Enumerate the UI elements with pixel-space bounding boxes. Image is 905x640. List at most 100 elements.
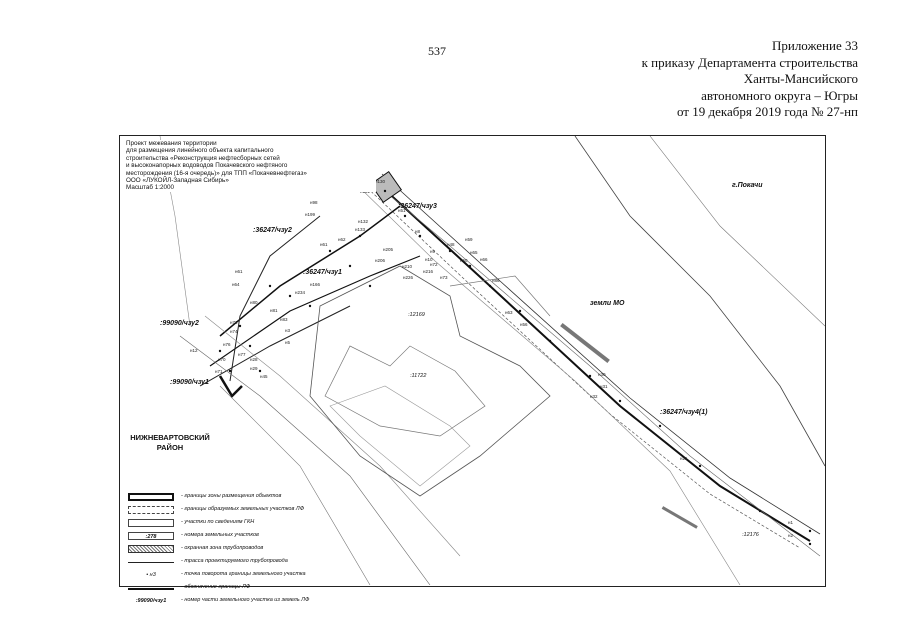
legend-symbol: :278 [128, 532, 174, 540]
page-number: 537 [428, 44, 446, 58]
svg-text:н74: н74 [230, 329, 238, 334]
svg-text:н199: н199 [305, 212, 315, 217]
pipeline-route [199, 305, 351, 387]
svg-text:н29: н29 [250, 366, 258, 371]
legend-item: - обозначение границы ЛФ [126, 582, 366, 595]
svg-text:н62: н62 [338, 237, 346, 242]
road-line [204, 315, 461, 557]
legend-text: - номера земельных участков [181, 532, 259, 538]
svg-text:н64: н64 [232, 282, 240, 287]
legend-symbol [128, 545, 174, 553]
boundary-line [649, 136, 825, 327]
svg-text:н1: н1 [788, 520, 793, 525]
turning-points [218, 189, 812, 546]
parcel-label-99090-2: :99090/чзу2 [160, 320, 199, 327]
project-line-3: строительства «Реконструкция нефтесборны… [126, 154, 280, 162]
header-line-4: автономного округа – Югры [701, 87, 858, 103]
svg-text:н9: н9 [430, 249, 435, 254]
parcel-label-zu2: :36247/чзу2 [253, 227, 292, 234]
protection-zone [359, 180, 801, 549]
legend-text: - обозначение границы ЛФ [181, 584, 251, 590]
legend-item: :278 - номера земельных участков [126, 530, 366, 543]
legend-text: - границы зоны размещения объектов [181, 493, 282, 499]
header-line-2: к приказу Департамента строительства [641, 54, 858, 70]
svg-text:н63: н63 [505, 310, 513, 315]
project-line-4: и высоконапорных водоводов Покачевского … [126, 162, 288, 170]
legend-text: - точка поворота границы земельного учас… [181, 571, 306, 577]
svg-text:н48: н48 [447, 242, 455, 247]
legend-symbol [128, 562, 174, 563]
svg-text:н3: н3 [285, 328, 290, 333]
legend-text: - трасса проектируемого трубопровода [181, 558, 288, 564]
svg-text:н166: н166 [310, 282, 320, 287]
svg-text:н51: н51 [398, 208, 406, 213]
svg-text:н210: н210 [402, 264, 412, 269]
svg-text:н5: н5 [285, 340, 290, 345]
legend-text: - границы образуемых земельных участков … [181, 506, 305, 512]
parcel-label-zu4: :36247/чзу4(1) [660, 409, 708, 416]
legend-symbol: :99090/чзу1 [135, 598, 167, 604]
legend-symbol [128, 493, 174, 501]
svg-text:н77: н77 [238, 352, 246, 357]
svg-text:н226: н226 [403, 275, 413, 280]
svg-text:н133: н133 [355, 227, 365, 232]
project-caption: Проект межевания территории для размещен… [126, 140, 376, 192]
svg-text:н206: н206 [375, 258, 385, 263]
legend-item: - трасса проектируемого трубопровода [126, 556, 366, 569]
svg-text:н32: н32 [590, 394, 598, 399]
svg-text:н30: н30 [598, 372, 606, 377]
lands-label: земли МО [590, 300, 625, 307]
legend-item: :99090/чзу1 - номер части земельного уча… [126, 595, 366, 608]
legend-item: - охранная зона трубопроводов [126, 543, 366, 556]
svg-text:н130: н130 [375, 179, 385, 184]
legend-item: - границы зоны размещения объектов [126, 491, 366, 504]
parcel-outline [324, 345, 486, 437]
legend-symbol [128, 519, 174, 527]
svg-text:н72: н72 [230, 320, 238, 325]
city-label: г.Покачи [732, 182, 763, 189]
pipeline-route [229, 215, 321, 382]
region-line-1: НИЖНЕВАРТОВСКИЙ [130, 433, 210, 442]
legend-symbol [128, 506, 174, 514]
map-legend: - границы зоны размещения объектов - гра… [126, 491, 366, 608]
parcel-block [560, 322, 610, 364]
road-line [179, 335, 431, 585]
parcel-label-99090-1: :99090/чзу1 [170, 379, 209, 386]
legend-item: - границы образуемых земельных участков … [126, 504, 366, 517]
svg-text:н98: н98 [310, 200, 318, 205]
svg-text:н80: н80 [250, 300, 258, 305]
road-line [314, 143, 741, 585]
region-label: НИЖНЕВАРТОВСКИЙ РАЙОН [130, 433, 210, 453]
svg-text:н59: н59 [465, 237, 473, 242]
parcel-block [369, 170, 403, 204]
parcel-label-zu1: :36247/чзу1 [303, 269, 342, 276]
svg-text:н61: н61 [235, 269, 243, 274]
svg-text:н28: н28 [250, 357, 258, 362]
svg-text:н56: н56 [520, 322, 528, 327]
svg-text:н61: н61 [320, 242, 328, 247]
legend-item: - участки по сведениям ГКН [126, 517, 366, 530]
svg-text:н73: н73 [440, 275, 448, 280]
svg-text:н12: н12 [190, 348, 198, 353]
svg-text:н205: н205 [383, 247, 393, 252]
svg-text:н21: н21 [680, 456, 688, 461]
lot-label-12176: :12176 [742, 532, 759, 538]
svg-text:н60: н60 [460, 258, 468, 263]
pipeline-route [209, 255, 421, 367]
parcel-label-zu3: :36247/чзу3 [398, 203, 437, 210]
svg-text:н70: н70 [218, 357, 226, 362]
svg-text:н2: н2 [788, 533, 793, 538]
legend-symbol [128, 588, 174, 590]
road-line [324, 140, 821, 557]
svg-text:н81: н81 [270, 308, 278, 313]
project-line-2: для размещения линейного объекта капитал… [126, 147, 274, 155]
project-line-6: ООО «ЛУКОЙЛ-Западная Сибирь» [126, 177, 229, 185]
project-line-1: Проект межевания территории [126, 140, 217, 147]
svg-text:н86: н86 [492, 278, 500, 283]
boundary-line [574, 136, 825, 467]
svg-text:н66: н66 [480, 257, 488, 262]
svg-text:н132: н132 [358, 219, 368, 224]
